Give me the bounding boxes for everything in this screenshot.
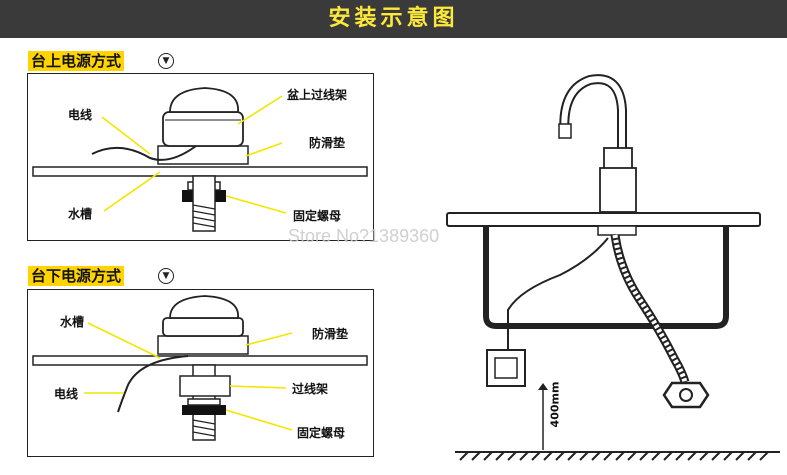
chevron-down-icon: ▼ (158, 268, 174, 284)
bottom-faucet-cap (169, 295, 239, 319)
bottom-section-title: 台下电源方式 (28, 266, 125, 286)
top-antislip-pad (157, 145, 249, 165)
top-wire (91, 145, 197, 161)
bottom-counter-slab (32, 355, 368, 366)
bottom-label-sink: 水槽 (60, 315, 85, 329)
right-countertop (446, 212, 761, 227)
bottom-label-wire: 电线 (54, 387, 79, 401)
faucet-icon (558, 74, 637, 236)
bottom-label-nut: 固定螺母 (297, 426, 346, 440)
top-counter-slab (32, 166, 368, 177)
bottom-nut (182, 405, 226, 415)
top-label-sink: 水槽 (68, 207, 93, 221)
right-hose (610, 234, 690, 384)
store-watermark: Store No?1389360 (288, 226, 440, 246)
banner-title: 安装示意图 (328, 6, 459, 31)
right-power-cable (507, 237, 609, 350)
top-label-nut: 固定螺母 (293, 209, 342, 223)
chevron-down-icon: ▼ (158, 53, 174, 69)
bottom-faucet-base (162, 317, 244, 337)
top-faucet-cap (169, 87, 239, 113)
bottom-label-wire-rack: 过线架 (292, 382, 329, 396)
power-socket-icon (486, 349, 526, 387)
top-label-wire: 电线 (68, 108, 93, 122)
bottom-label-antislip: 防滑垫 (312, 327, 349, 341)
height-dimension-label: 400mm (548, 381, 562, 428)
right-sink-bowl (483, 226, 729, 329)
bottom-wire-rack (179, 375, 231, 397)
bottom-antislip-pad (157, 335, 249, 355)
top-label-antislip: 防滑垫 (309, 136, 346, 150)
top-section-title: 台上电源方式 (28, 51, 125, 71)
top-faucet-base (162, 111, 244, 147)
bottom-wire (117, 355, 189, 413)
title-banner (0, 0, 787, 38)
top-threaded-rod (192, 175, 216, 232)
top-label-wire-rack: 盆上过线架 (287, 88, 348, 102)
